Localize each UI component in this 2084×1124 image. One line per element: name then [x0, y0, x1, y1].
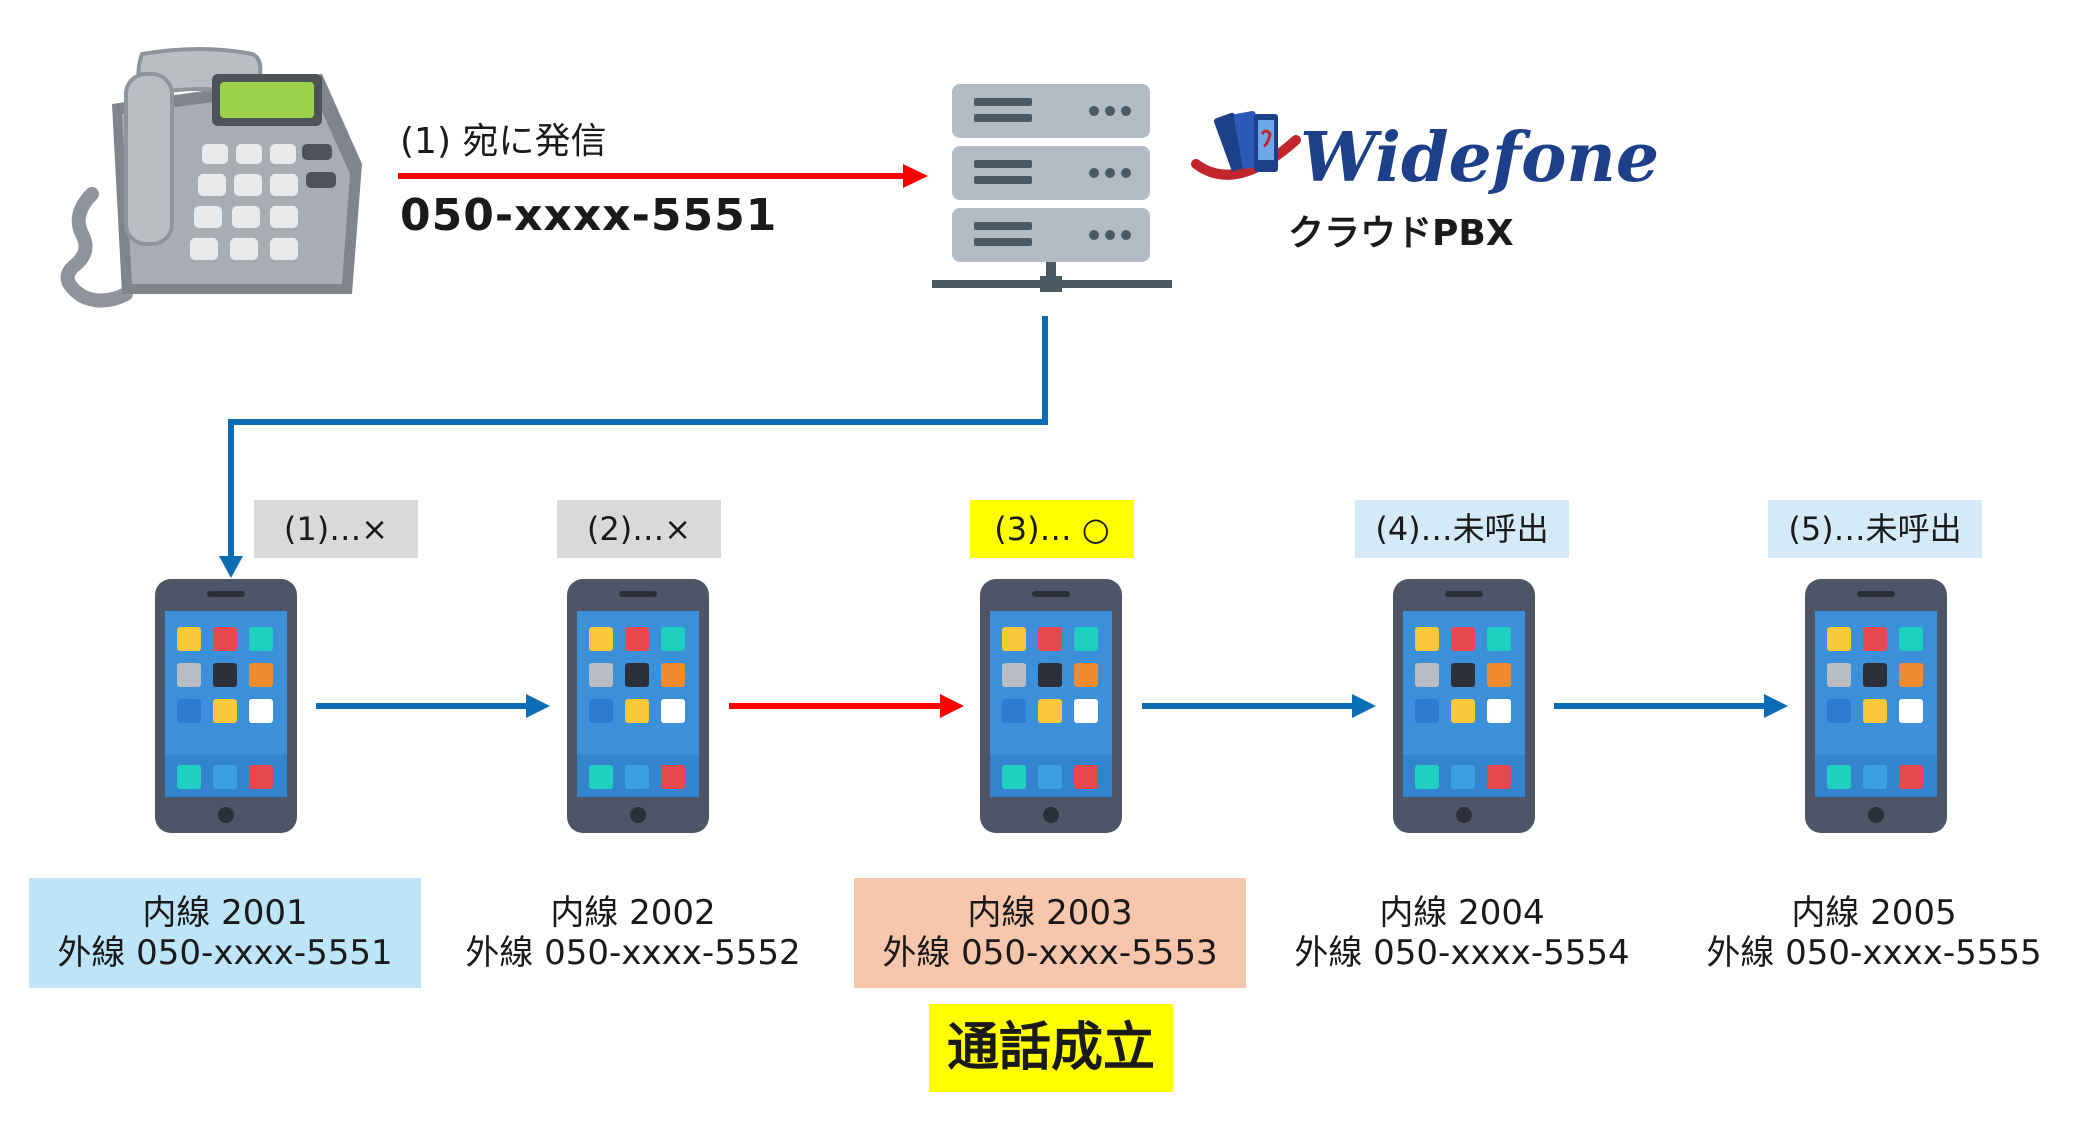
- status-badge-3: (3)… ○: [970, 500, 1134, 558]
- caller-number: 050-xxxx-5551: [400, 190, 778, 241]
- smartphone-icon-1: [155, 579, 297, 833]
- arrow-1-to-2: [316, 694, 550, 718]
- internal-number: 内線 2004: [1379, 893, 1545, 933]
- brand-subtitle: クラウドPBX: [1288, 213, 1514, 254]
- internal-number: 内線 2003: [967, 893, 1133, 933]
- internal-number: 内線 2002: [550, 893, 716, 933]
- arrow-3-to-4: [1142, 694, 1376, 718]
- red-arrow-to-pbx: [398, 164, 928, 188]
- smartphone-icon-4: [1393, 579, 1535, 833]
- server-icon: [932, 84, 1172, 292]
- external-number: 外線 050-xxxx-5551: [57, 933, 393, 973]
- status-badge-4: (4)…未呼出: [1355, 500, 1569, 558]
- extension-label-1: 内線 2001 外線 050-xxxx-5551: [29, 878, 421, 988]
- caller-caption: (1) 宛に発信: [400, 121, 607, 162]
- external-number: 外線 050-xxxx-5553: [882, 933, 1218, 973]
- extension-label-2: 内線 2002 外線 050-xxxx-5552: [437, 878, 829, 988]
- arrow-4-to-5: [1554, 694, 1788, 718]
- extension-label-3: 内線 2003 外線 050-xxxx-5553: [854, 878, 1246, 988]
- external-number: 外線 050-xxxx-5555: [1706, 933, 2042, 973]
- smartphone-icon-5: [1805, 579, 1947, 833]
- status-badge-2: (2)…×: [557, 500, 721, 558]
- widefone-logo-icon: [1191, 110, 1301, 180]
- external-number: 外線 050-xxxx-5554: [1294, 933, 1630, 973]
- internal-number: 内線 2005: [1791, 893, 1957, 933]
- smartphone-icon-2: [567, 579, 709, 833]
- internal-number: 内線 2001: [142, 893, 308, 933]
- smartphone-icon-3: [980, 579, 1122, 833]
- status-badge-5: (5)…未呼出: [1768, 500, 1982, 558]
- extension-label-4: 内線 2004 外線 050-xxxx-5554: [1266, 878, 1658, 988]
- arrow-2-to-3: [729, 694, 964, 718]
- desk-phone-icon: [60, 47, 362, 308]
- call-established-badge: 通話成立: [929, 1004, 1173, 1092]
- extension-label-5: 内線 2005 外線 050-xxxx-5555: [1678, 878, 2070, 988]
- status-badge-1: (1)…×: [254, 500, 418, 558]
- external-number: 外線 050-xxxx-5552: [465, 933, 801, 973]
- brand-name: Widefone: [1300, 118, 1660, 198]
